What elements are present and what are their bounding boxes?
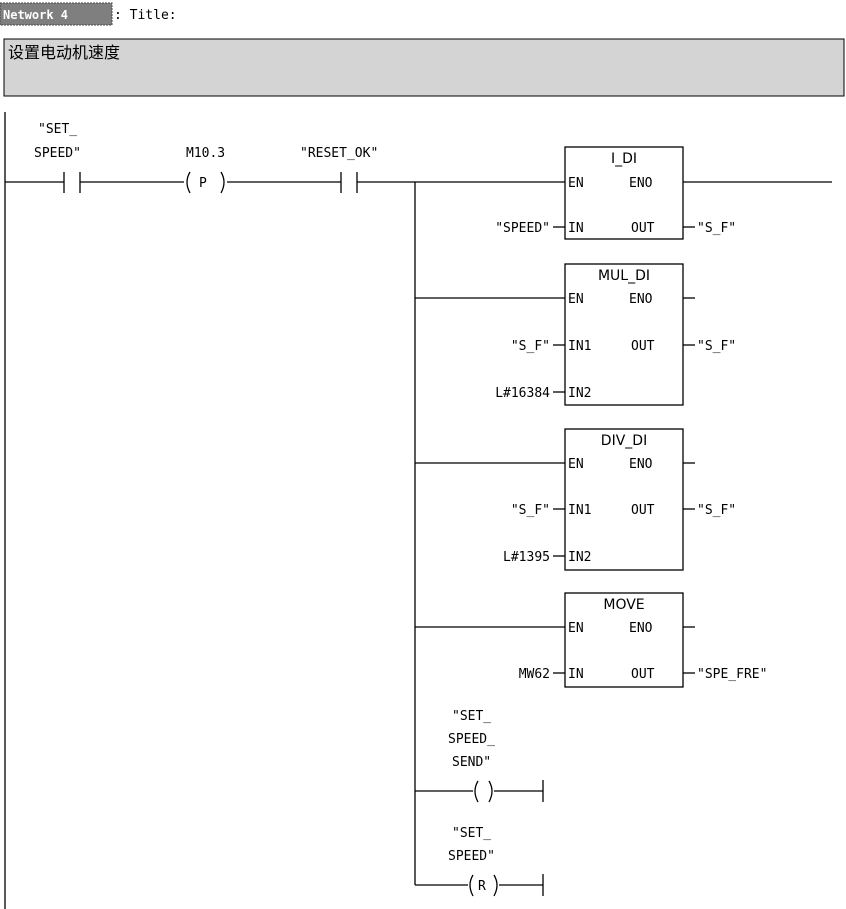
pin-in: IN [568,221,584,236]
pin-en: EN [568,292,584,307]
pin-in: IN [568,667,584,682]
operand-in2: L#16384 [495,386,550,401]
contact-m10-3-positive-edge[interactable]: P M10.3 [186,146,225,194]
block-title: MOVE [603,597,644,613]
network-title: : Title: [114,8,177,23]
coil-label: "SET_ [452,826,491,841]
pin-en: EN [568,457,584,472]
pin-en: EN [568,621,584,636]
pin-in2: IN2 [568,386,591,401]
pin-out: OUT [631,339,655,354]
pin-eno: ENO [629,457,653,472]
comment-text: 设置电动机速度 [8,43,120,62]
network-header: Network 4 : Title: [0,2,177,26]
contact-reset-ok[interactable]: "RESET_OK" [300,146,378,193]
coil-set-speed-reset[interactable]: R "SET_ SPEED" [415,826,544,897]
operand-in1: "S_F" [511,503,550,518]
coil-symbol: R [478,879,486,894]
contact-label: SPEED" [34,146,81,161]
operand-in: MW62 [519,667,550,682]
network-comment[interactable]: 设置电动机速度 [3,38,845,97]
network-tag-box[interactable] [0,2,113,26]
coil-label: SPEED" [448,849,495,864]
operand-in2: L#1395 [503,550,550,565]
pin-in2: IN2 [568,550,591,565]
operand-out: "S_F" [697,221,736,236]
block-title: I_DI [611,151,637,167]
block-mul-di[interactable]: MUL_DI EN ENO IN1 OUT "S_F" "S_F" IN2 L#… [495,263,736,406]
operand-out: "SPE_FRE" [697,667,767,682]
pin-out: OUT [631,667,655,682]
coil-label: SEND" [452,755,491,770]
pin-en: EN [568,176,584,191]
pin-eno: ENO [629,292,653,307]
block-title: MUL_DI [598,268,650,284]
coil-label: SPEED_ [448,732,495,747]
pin-eno: ENO [629,621,653,636]
network-tag[interactable]: Network 4 [3,8,68,22]
operand-in: "SPEED" [495,221,550,236]
block-move[interactable]: MOVE EN ENO IN OUT MW62 "SPE_FRE" [519,592,768,688]
pin-out: OUT [631,503,655,518]
contact-label: "SET_ [38,122,77,137]
pin-in1: IN1 [568,503,591,518]
block-div-di[interactable]: DIV_DI EN ENO IN1 OUT "S_F" "S_F" IN2 L#… [503,428,736,571]
block-title: DIV_DI [601,433,647,449]
coil-set-speed-send[interactable]: "SET_ SPEED_ SEND" [415,709,544,803]
pin-out: OUT [631,221,655,236]
operand-out: "S_F" [697,503,736,518]
operand-out: "S_F" [697,339,736,354]
contact-label: M10.3 [186,146,225,161]
edge-symbol: P [199,176,207,191]
pin-eno: ENO [629,176,653,191]
coil-label: "SET_ [452,709,491,724]
pin-in1: IN1 [568,339,591,354]
contact-label: "RESET_OK" [300,146,378,161]
contact-set-speed[interactable]: "SET_ SPEED" [34,122,81,193]
operand-in1: "S_F" [511,339,550,354]
block-i-di[interactable]: I_DI EN ENO IN OUT "SPEED" "S_F" [495,146,736,240]
